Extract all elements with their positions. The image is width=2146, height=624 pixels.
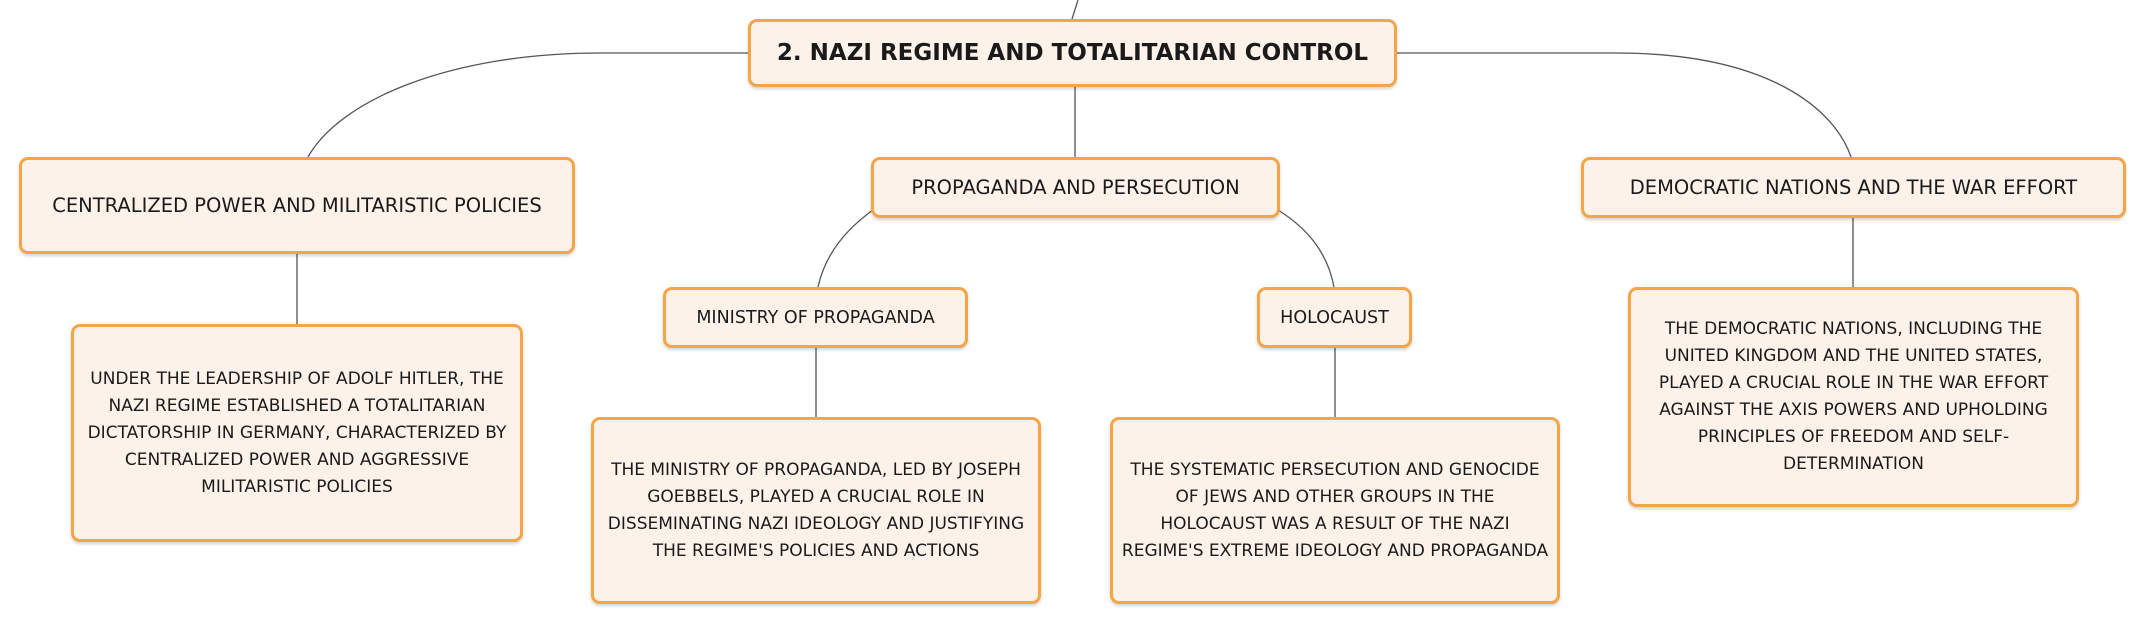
- ministry-detail-text: THE MINISTRY OF PROPAGANDA, LED BY JOSEP…: [607, 459, 1025, 561]
- central-topic-label: 2. NAZI REGIME AND TOTALITARIAN CONTROL: [776, 40, 1369, 66]
- connector-propaganda-to-holocaust: [1277, 209, 1335, 288]
- propaganda-persecution-node[interactable]: PROPAGANDA AND PERSECUTION: [871, 157, 1280, 218]
- ministry-of-propaganda-label: MINISTRY OF PROPAGANDA: [696, 307, 935, 328]
- centralized-power-label: CENTRALIZED POWER AND MILITARISTIC POLIC…: [52, 194, 542, 217]
- holocaust-detail-node[interactable]: THE SYSTEMATIC PERSECUTION AND GENOCIDE …: [1110, 417, 1560, 604]
- centralized-power-detail-text: UNDER THE LEADERSHIP OF ADOLF HITLER, TH…: [87, 368, 507, 497]
- ministry-of-propaganda-node[interactable]: MINISTRY OF PROPAGANDA: [663, 287, 968, 348]
- democratic-nations-detail-text: THE DEMOCRATIC NATIONS, INCLUDING THE UN…: [1658, 319, 2049, 474]
- connector-parent-to-central: [1071, 0, 1079, 20]
- connector-central-to-centralized: [307, 52, 749, 158]
- democratic-nations-label: DEMOCRATIC NATIONS AND THE WAR EFFORT: [1629, 176, 2078, 199]
- propaganda-persecution-label: PROPAGANDA AND PERSECUTION: [911, 176, 1240, 199]
- holocaust-detail-text: THE SYSTEMATIC PERSECUTION AND GENOCIDE …: [1121, 459, 1549, 561]
- centralized-power-detail-node[interactable]: UNDER THE LEADERSHIP OF ADOLF HITLER, TH…: [71, 324, 523, 542]
- centralized-power-node[interactable]: CENTRALIZED POWER AND MILITARISTIC POLIC…: [19, 157, 575, 254]
- central-topic-node[interactable]: 2. NAZI REGIME AND TOTALITARIAN CONTROL: [748, 19, 1397, 87]
- holocaust-label: HOLOCAUST: [1280, 307, 1389, 328]
- ministry-detail-node[interactable]: THE MINISTRY OF PROPAGANDA, LED BY JOSEP…: [591, 417, 1041, 604]
- democratic-nations-node[interactable]: DEMOCRATIC NATIONS AND THE WAR EFFORT: [1581, 157, 2126, 218]
- democratic-nations-detail-node[interactable]: THE DEMOCRATIC NATIONS, INCLUDING THE UN…: [1628, 287, 2079, 507]
- connector-propaganda-to-ministry: [817, 209, 874, 288]
- holocaust-node[interactable]: HOLOCAUST: [1257, 287, 1412, 348]
- connector-central-to-democratic: [1396, 52, 1852, 158]
